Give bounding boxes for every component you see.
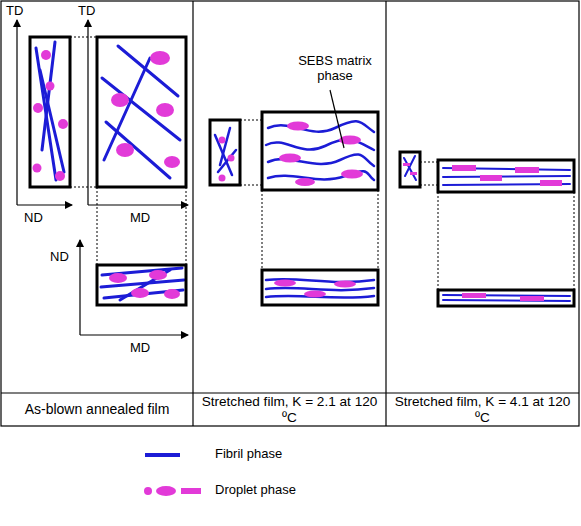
as-blown-morphology [30, 37, 186, 305]
caption-text: Stretched film, K = 2.1 at 120 ºC [198, 394, 381, 424]
caption-text: Stretched film, K = 4.1 at 120 ºC [391, 394, 574, 424]
projection-lines [70, 37, 574, 290]
axis-label: MD [130, 211, 150, 226]
axis-label: ND [24, 211, 43, 226]
callout-label: SEBS matrix phase [290, 54, 380, 84]
legend-samples [144, 455, 201, 496]
legend-text: Droplet phase [215, 483, 296, 498]
axis-label: TD [6, 4, 23, 19]
caption-cell: As-blown annealed film [2, 394, 192, 425]
caption-cell: Stretched film, K = 2.1 at 120 ºC [194, 394, 385, 425]
table-frame [1, 1, 579, 426]
legend-text: Fibril phase [215, 447, 282, 462]
stretched-k41-morphology [400, 152, 574, 306]
axis-label: ND [50, 250, 69, 265]
caption-cell: Stretched film, K = 4.1 at 120 ºC [387, 394, 578, 425]
stretched-k21-morphology [210, 90, 378, 305]
leader-line [330, 90, 344, 148]
axis-label: TD [78, 4, 95, 19]
axis-label: MD [130, 341, 150, 356]
axes [17, 20, 188, 335]
caption-text: As-blown annealed film [25, 402, 170, 418]
